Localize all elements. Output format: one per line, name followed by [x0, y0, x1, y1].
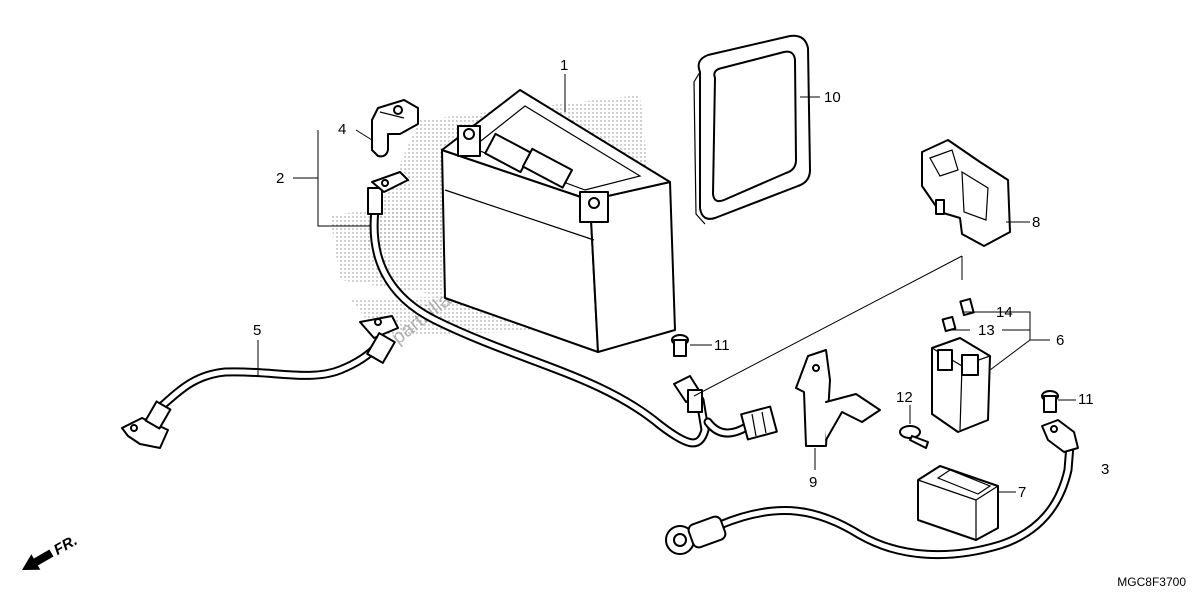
callout-11-right: 11 [1078, 391, 1094, 408]
callout-labels: 1 2 3 4 5 6 7 8 9 10 11 11 12 13 14 [253, 57, 1109, 501]
callout-6: 6 [1056, 332, 1064, 349]
callout-3: 3 [1101, 461, 1109, 478]
negative-cable[interactable] [121, 315, 399, 449]
callout-14: 14 [996, 304, 1013, 321]
screw-12[interactable] [899, 425, 929, 449]
front-arrow: FR. [22, 532, 80, 570]
callout-7: 7 [1018, 484, 1026, 501]
positive-cable[interactable] [367, 171, 778, 448]
relay-cover[interactable] [917, 465, 999, 541]
callout-9: 9 [809, 474, 817, 491]
callout-1: 1 [560, 57, 568, 74]
front-arrow-label: FR. [51, 532, 80, 559]
starter-cable[interactable] [665, 419, 1079, 560]
bolt-11-left[interactable] [671, 334, 689, 357]
callout-10: 10 [824, 89, 841, 106]
callout-12: 12 [896, 389, 913, 406]
battery-terminal-right [579, 191, 609, 223]
bolt-11-right[interactable] [1041, 390, 1059, 413]
starter-relay[interactable] [930, 337, 992, 433]
callout-13: 13 [978, 322, 995, 339]
cable-connector [740, 405, 778, 441]
terminal-cover[interactable] [371, 99, 419, 158]
diagram-code: MGC8F3700 [1117, 575, 1186, 589]
battery-band[interactable] [693, 34, 811, 225]
fuse-box-cover[interactable] [921, 139, 1011, 247]
bracket[interactable] [795, 349, 881, 447]
callout-11-left: 11 [714, 337, 730, 354]
fuse-14[interactable] [959, 297, 975, 317]
battery-terminal-left [457, 125, 481, 157]
callout-2: 2 [276, 170, 284, 187]
callout-4: 4 [338, 121, 346, 138]
callout-8: 8 [1032, 214, 1040, 231]
front-arrow-icon [22, 549, 54, 570]
callout-5: 5 [253, 322, 261, 339]
battery[interactable] [441, 89, 676, 353]
leader-lines [257, 74, 1076, 493]
fuse-13[interactable] [941, 315, 957, 333]
